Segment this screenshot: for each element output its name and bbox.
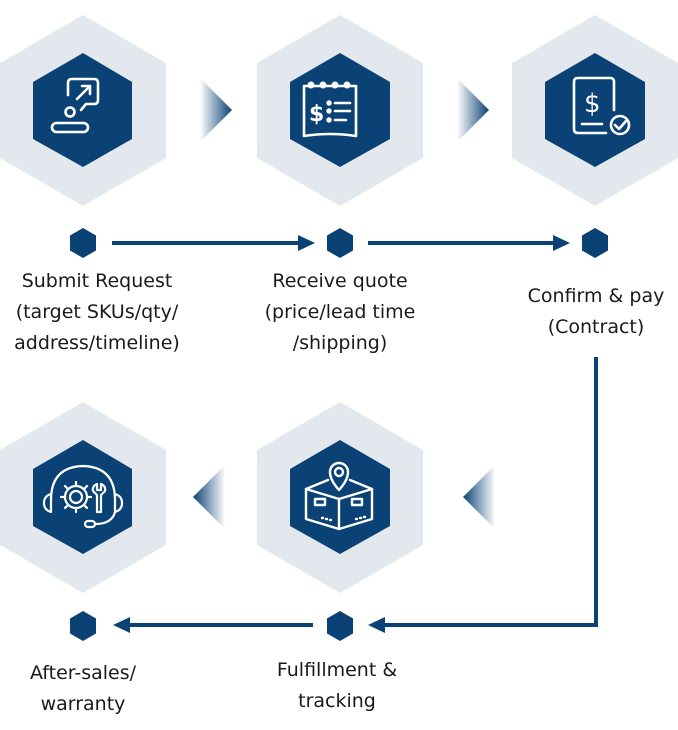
inner-hexagon bbox=[545, 53, 645, 167]
chevron-left-icon bbox=[193, 465, 225, 529]
support-service-icon bbox=[42, 464, 124, 529]
package-location-icon bbox=[304, 461, 374, 531]
node-marker-aftersales bbox=[70, 611, 96, 641]
step-label-submit: Submit Request (target SKUs/qty/ address… bbox=[14, 266, 180, 359]
step-receive-quote: $ bbox=[257, 15, 423, 206]
step-detail: (price/lead time bbox=[264, 301, 416, 323]
step-detail: warranty bbox=[40, 693, 126, 715]
price-list-icon: $ bbox=[302, 81, 358, 138]
arrow-left-icon bbox=[368, 617, 385, 633]
chevron-right-icon bbox=[457, 78, 489, 142]
connector-submit-to-quote bbox=[112, 235, 315, 251]
node-marker-quote bbox=[327, 228, 353, 258]
step-submit-request bbox=[0, 15, 166, 206]
step-title: After-sales/ bbox=[29, 662, 137, 684]
connector-confirm-to-fulfillment bbox=[368, 357, 598, 633]
step-label-quote: Receive quote (price/lead time /shipping… bbox=[265, 266, 416, 359]
step-label-aftersales: After-sales/ warranty bbox=[30, 658, 136, 720]
step-title: Receive quote bbox=[272, 270, 408, 292]
user-request-icon bbox=[50, 77, 100, 134]
step-confirm-pay: $ bbox=[512, 15, 678, 206]
connector-fulfillment-to-aftersales bbox=[113, 617, 313, 633]
connector-quote-to-confirm bbox=[368, 235, 570, 251]
svg-text:$: $ bbox=[584, 89, 601, 119]
inner-hexagon bbox=[290, 440, 390, 554]
step-label-fulfillment: Fulfillment & tracking bbox=[277, 655, 397, 717]
step-detail: (Contract) bbox=[547, 316, 645, 338]
step-detail: tracking bbox=[298, 690, 376, 712]
svg-text:$: $ bbox=[309, 102, 324, 127]
contract-payment-icon: $ bbox=[572, 76, 631, 136]
step-detail: address/timeline) bbox=[14, 332, 180, 354]
node-marker-confirm bbox=[582, 228, 608, 258]
step-detail: /shipping) bbox=[292, 332, 388, 354]
node-marker-fulfillment bbox=[327, 611, 353, 641]
arrow-right-icon bbox=[298, 235, 315, 251]
step-fulfillment bbox=[257, 402, 423, 593]
step-after-sales bbox=[0, 402, 166, 593]
arrow-right-icon bbox=[553, 235, 570, 251]
chevron-left-icon bbox=[463, 465, 495, 529]
node-marker-submit bbox=[70, 228, 96, 258]
step-detail: (target SKUs/qty/ bbox=[15, 301, 179, 323]
step-label-confirm: Confirm & pay (Contract) bbox=[528, 281, 665, 343]
arrow-left-icon bbox=[113, 617, 130, 633]
chevron-right-icon bbox=[200, 78, 232, 142]
step-title: Confirm & pay bbox=[527, 285, 665, 307]
step-title: Fulfillment & bbox=[276, 659, 398, 681]
step-title: Submit Request bbox=[21, 270, 173, 292]
